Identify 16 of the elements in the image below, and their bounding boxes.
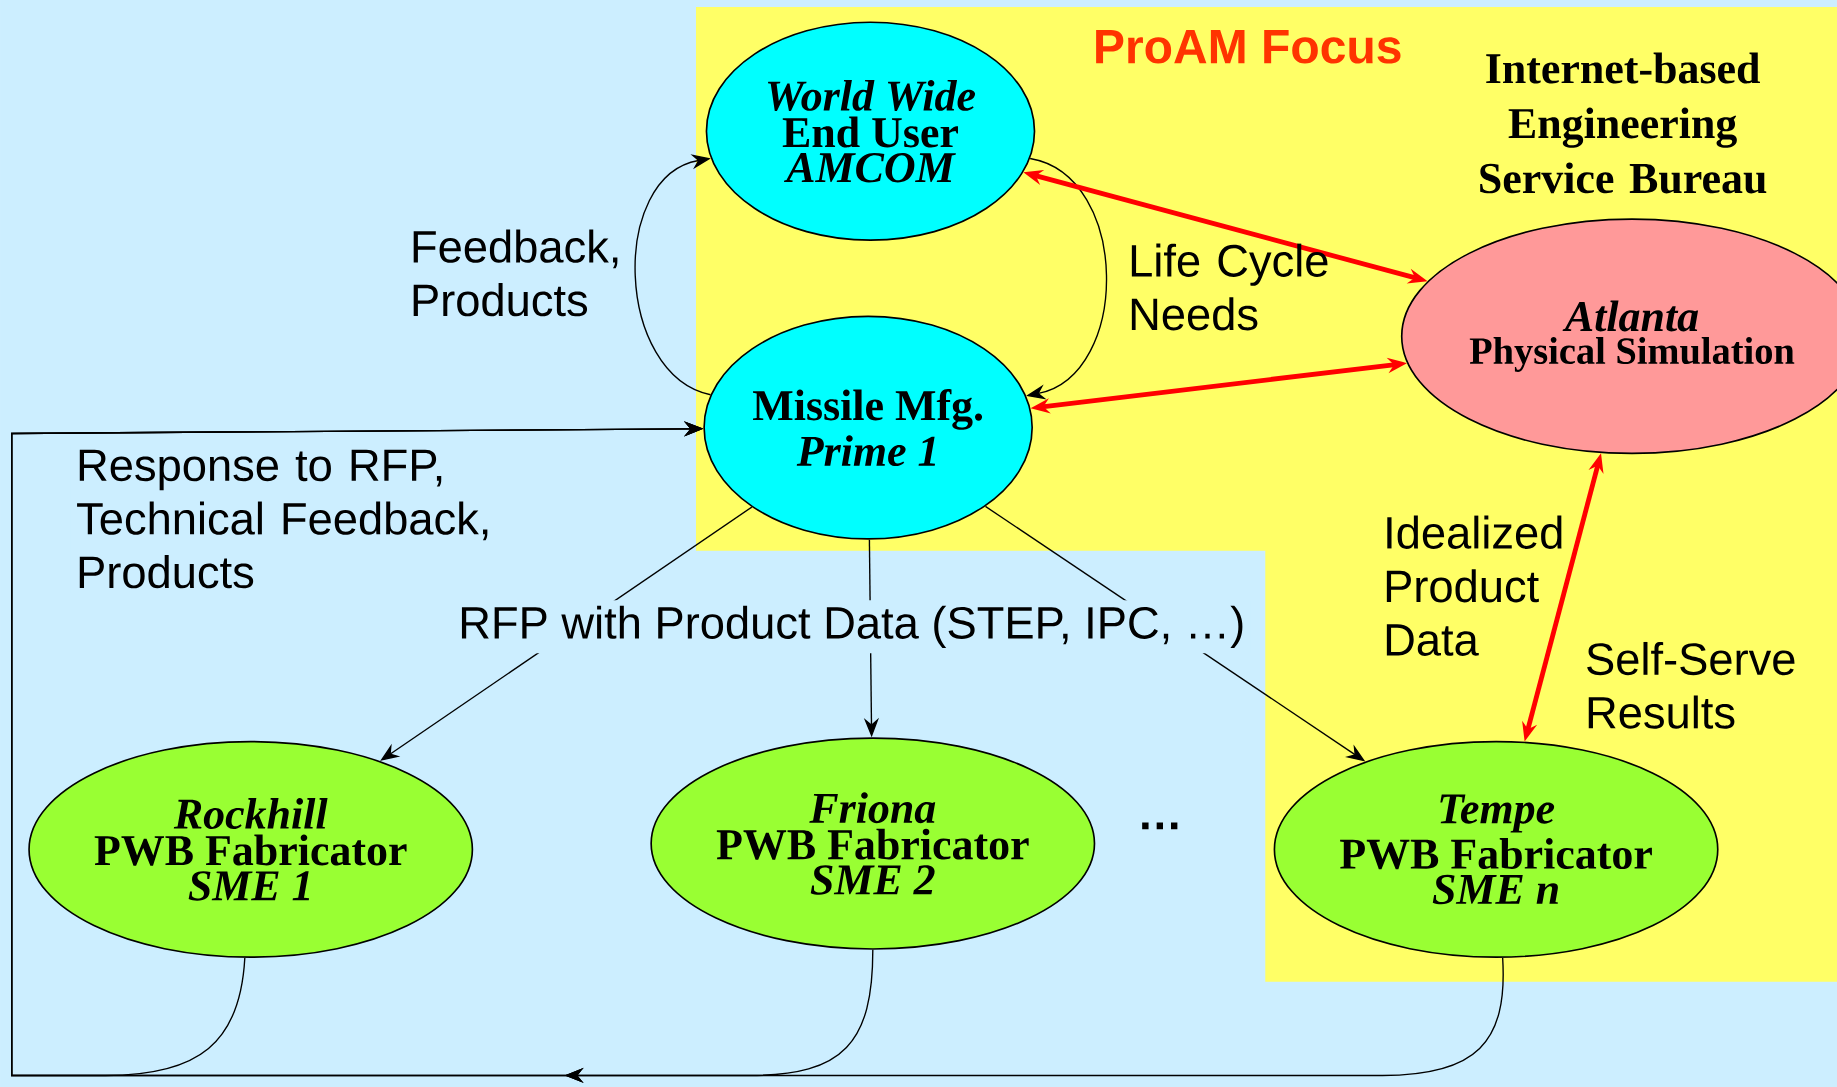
ellipse-node: Tempe PWB Fabricator SME n <box>1273 740 1719 958</box>
ellipse-node: Atlanta Physical Simulation <box>1400 218 1837 455</box>
edge-label: Life Cycle Needs <box>1131 243 1328 331</box>
ellipse-node: World Wide End User AMCOM <box>705 21 1036 241</box>
ellipse-node: Rockhill PWB Fabricator SME 1 <box>28 740 474 958</box>
ellipse-node: Friona PWB Fabricator SME 2 <box>650 737 1096 950</box>
edge-label: Feedback, Products <box>413 229 618 317</box>
focus-title: ProAM Focus <box>1096 30 1401 64</box>
ellipsis: … <box>1142 822 1178 830</box>
edge-label: Response to RFP, Technical Feedback, Products <box>70 444 527 594</box>
arrow <box>11 421 1504 1083</box>
text-label: Idealized Product Data <box>1386 515 1562 656</box>
edge-label: Self-Serve Results <box>1579 636 1825 735</box>
ellipse-node: Missile Mfg. Prime 1 <box>703 315 1033 540</box>
edge-label: RFP with Product Data (STEP, IPC, …) <box>452 600 1251 654</box>
arrow <box>634 154 712 396</box>
